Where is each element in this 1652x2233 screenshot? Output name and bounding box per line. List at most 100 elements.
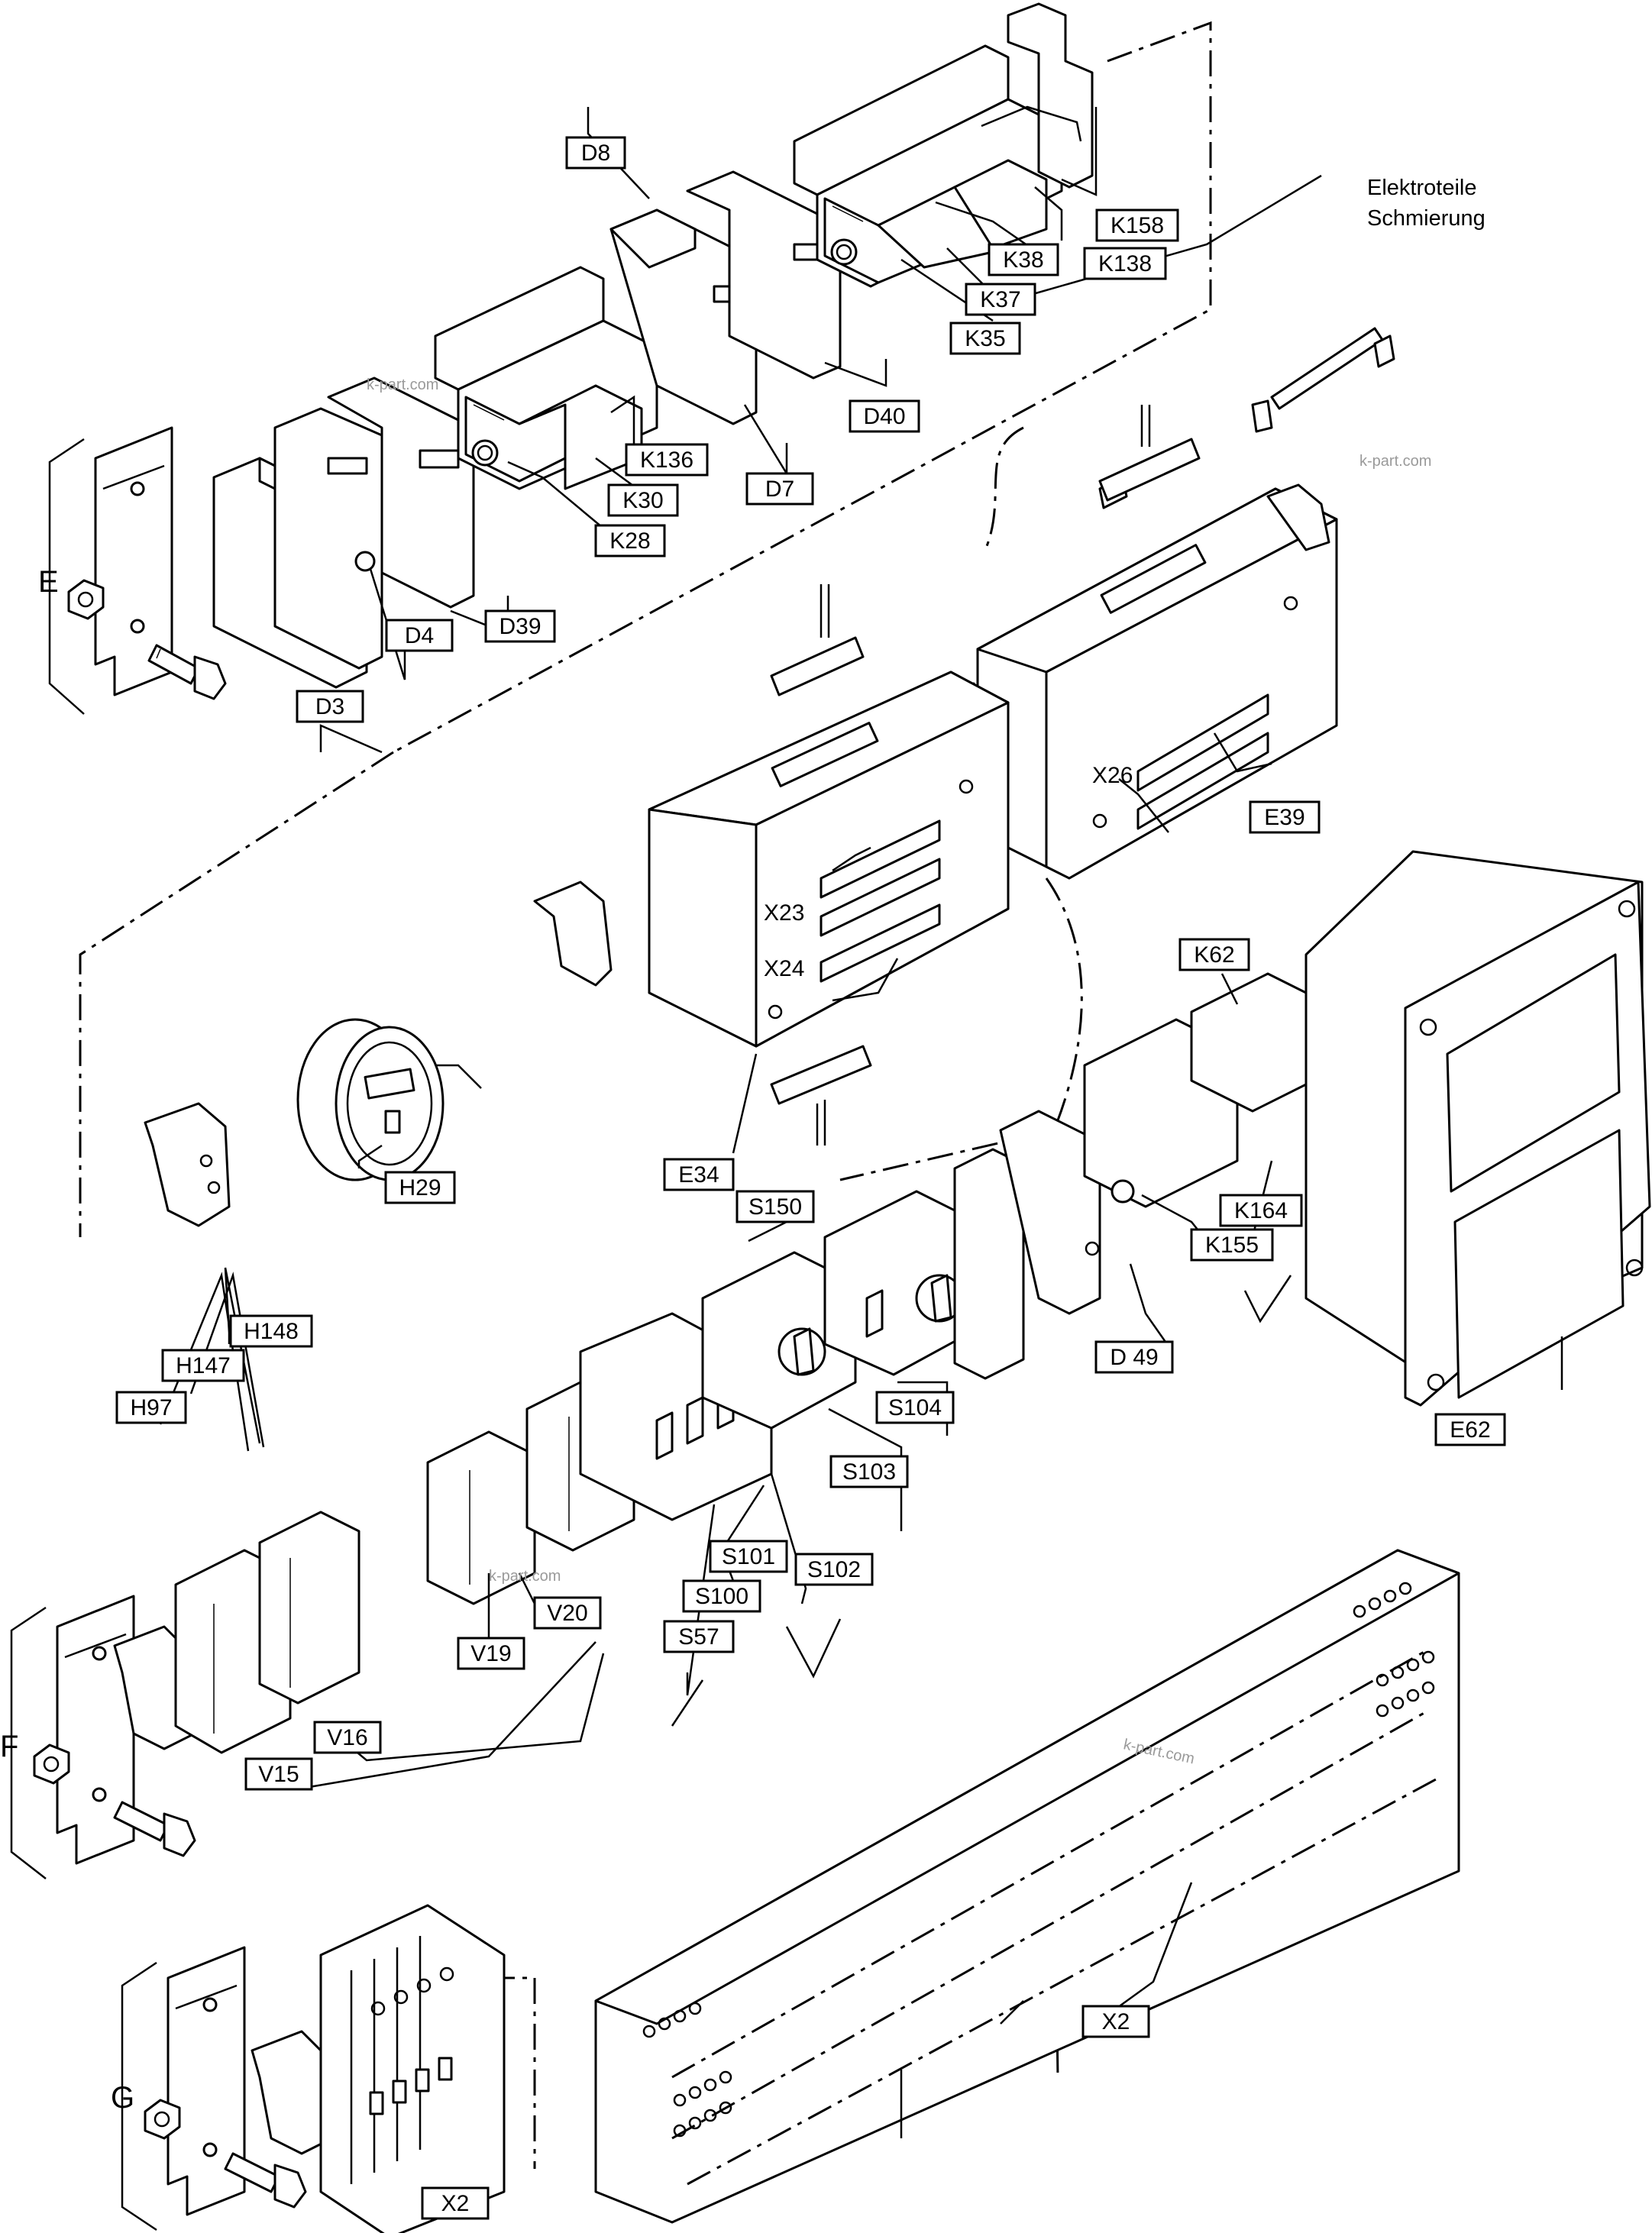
group-letter-F: F (0, 1730, 18, 1763)
svg-text:K136: K136 (640, 448, 693, 473)
svg-text:K30: K30 (622, 488, 663, 513)
svg-text:K28: K28 (609, 528, 650, 554)
svg-text:D 49: D 49 (1110, 1345, 1158, 1370)
svg-text:S100: S100 (695, 1584, 748, 1609)
label-H29: H29 (384, 1171, 456, 1204)
group-outlines (79, 21, 1212, 2169)
svg-text:K158: K158 (1110, 213, 1164, 238)
upper-rail-modules (212, 2, 1094, 689)
note-line-2: Schmierung (1367, 206, 1486, 231)
group-letter-E: E (38, 565, 59, 599)
label-X2-block: X2 (421, 2186, 490, 2220)
label-V19: V19 (457, 1637, 525, 1670)
note-line-1: Elektroteile (1367, 176, 1476, 200)
label-K35: K35 (949, 322, 1021, 355)
terminal-strip-X2 (319, 1549, 1460, 2233)
label-E39: E39 (1249, 800, 1321, 834)
svg-text:K62: K62 (1194, 942, 1234, 968)
watermark-2: k-part.com (1359, 453, 1431, 470)
label-D40: D40 (849, 399, 920, 433)
svg-text:H148: H148 (244, 1319, 299, 1344)
label-S103: S103 (829, 1455, 909, 1488)
label-D7: D7 (745, 472, 814, 506)
svg-text:K138: K138 (1098, 251, 1152, 276)
svg-text:V20: V20 (547, 1601, 587, 1626)
label-K164: K164 (1219, 1194, 1303, 1227)
label-D39: D39 (484, 609, 556, 643)
label-V20: V20 (533, 1596, 602, 1630)
svg-text:E62: E62 (1450, 1417, 1490, 1443)
label-D49: D 49 (1094, 1340, 1174, 1374)
svg-text:D39: D39 (499, 614, 541, 639)
svg-text:D40: D40 (863, 404, 905, 429)
svg-text:V16: V16 (327, 1725, 367, 1750)
svg-text:E39: E39 (1264, 805, 1304, 830)
svg-text:K155: K155 (1205, 1233, 1259, 1258)
svg-text:S103: S103 (842, 1459, 896, 1485)
label-D3: D3 (296, 690, 364, 723)
label-E34: E34 (663, 1158, 735, 1191)
label-K30: K30 (607, 483, 679, 517)
bracket-F (10, 1595, 196, 1879)
label-K138: K138 (1083, 247, 1167, 280)
svg-text:H29: H29 (399, 1175, 441, 1201)
part-labels: D8 K158 K38 K138 K37 K35 D40 K136 D7 K30… (115, 136, 1506, 2220)
svg-text:D8: D8 (581, 141, 610, 166)
label-K62: K62 (1178, 938, 1250, 971)
svg-text:K35: K35 (965, 326, 1005, 351)
label-V16: V16 (313, 1721, 382, 1754)
label-K155: K155 (1190, 1228, 1274, 1262)
switch-row (426, 972, 1330, 1605)
label-K38: K38 (988, 243, 1059, 276)
watermark-3: k-part.com (489, 1568, 561, 1585)
label-S57: S57 (663, 1620, 735, 1653)
svg-text:K38: K38 (1003, 247, 1043, 273)
group-letter-G: G (111, 2081, 134, 2115)
display-E62 (1304, 850, 1651, 1407)
svg-text:K37: K37 (980, 287, 1020, 312)
label-X24: X24 (764, 956, 804, 981)
label-V15: V15 (244, 1757, 313, 1791)
svg-text:X2: X2 (1102, 2009, 1130, 2034)
leader-lines (159, 105, 1563, 2138)
label-S102: S102 (794, 1553, 874, 1586)
svg-text:K164: K164 (1234, 1198, 1288, 1223)
label-X23: X23 (764, 900, 804, 926)
label-D8: D8 (565, 136, 626, 170)
label-X26: X26 (1092, 763, 1133, 788)
label-H148: H148 (229, 1314, 313, 1348)
bracket-G (121, 1946, 307, 2231)
watermark-1: k-part.com (367, 376, 438, 393)
svg-text:S102: S102 (807, 1557, 861, 1582)
terminal-blocks-left (174, 1511, 360, 1754)
svg-text:V15: V15 (258, 1762, 299, 1787)
svg-text:D7: D7 (765, 477, 794, 502)
gauge-H29 (296, 1018, 445, 1181)
svg-text:D3: D3 (315, 694, 344, 719)
svg-text:E34: E34 (678, 1162, 719, 1188)
label-H97: H97 (115, 1391, 187, 1424)
svg-text:X2: X2 (441, 2191, 470, 2216)
svg-text:S57: S57 (678, 1624, 719, 1650)
label-S150: S150 (735, 1190, 815, 1223)
svg-text:S101: S101 (722, 1544, 775, 1569)
svg-text:H147: H147 (176, 1353, 231, 1378)
label-S100: S100 (682, 1579, 761, 1613)
svg-text:S150: S150 (748, 1194, 802, 1220)
label-S104: S104 (875, 1391, 955, 1424)
svg-text:V19: V19 (470, 1641, 511, 1666)
label-K28: K28 (594, 524, 666, 557)
label-D4: D4 (385, 619, 454, 652)
label-K158: K158 (1095, 208, 1179, 242)
svg-text:D4: D4 (405, 623, 434, 648)
label-H147: H147 (161, 1349, 245, 1382)
label-X2-strip: X2 (1081, 2005, 1150, 2038)
bracket-E (48, 426, 227, 715)
label-K136: K136 (625, 443, 709, 477)
box-E39 (946, 405, 1338, 880)
terminal-holes (642, 1582, 1435, 2138)
label-S101: S101 (709, 1540, 788, 1573)
svg-text:H97: H97 (130, 1395, 172, 1420)
label-K37: K37 (965, 283, 1036, 316)
